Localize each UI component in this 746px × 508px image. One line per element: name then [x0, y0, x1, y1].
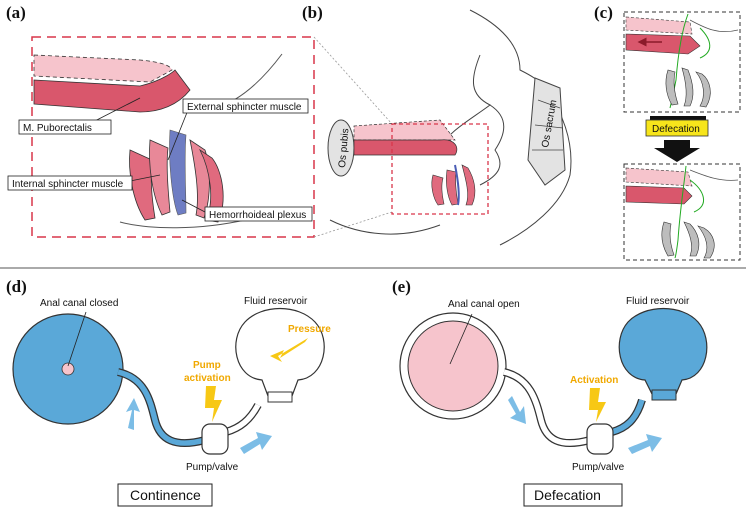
tube-fluid-e2 [611, 399, 645, 435]
sphincters-b [431, 164, 476, 206]
leader-anal-closed [67, 311, 87, 367]
label-box-internal [7, 175, 133, 191]
panel-label-d: (d) [6, 277, 27, 296]
leader-external [167, 109, 189, 161]
zoom-frame-a [31, 36, 315, 238]
tube-fluid-d1 [117, 369, 206, 446]
pump-valve-d [201, 423, 229, 455]
sphincter-complex-a [119, 129, 246, 229]
caption-defecation: Defecation [534, 487, 601, 503]
defecation-frame-c [623, 163, 741, 261]
label-puborectalis: M. Puborectalis [23, 123, 92, 134]
defecation-badge [645, 119, 709, 137]
tube-empty-e1 [503, 369, 591, 446]
label-pump-activation-2: activation [184, 373, 231, 384]
label-reservoir-e: Fluid reservoir [626, 296, 690, 307]
label-anal-open: Anal canal open [448, 299, 520, 310]
continence-detail-c [625, 13, 739, 109]
continence-frame-c [623, 11, 741, 113]
label-anal-closed: Anal canal closed [40, 298, 118, 309]
caption-box-continence [117, 483, 213, 507]
label-pump-e: Pump/valve [572, 462, 625, 473]
anal-canal-open [407, 320, 499, 412]
label-internal: Internal sphincter muscle [12, 179, 124, 190]
pump-activation-arrow [205, 386, 222, 422]
pump-valve-e [586, 423, 614, 455]
label-box-puborectalis [18, 119, 112, 135]
label-activation: Activation [570, 375, 618, 386]
caption-box-defecation [523, 483, 623, 507]
anal-canal-closed [61, 362, 75, 376]
activation-arrow [589, 388, 606, 422]
zoom-connector-top [313, 36, 393, 125]
puborectalis-muscle [33, 69, 191, 113]
leader-hemorrhoideal [181, 199, 206, 213]
os-sacrum [527, 77, 566, 186]
reservoir-e [618, 307, 708, 395]
panel-label-a: (a) [6, 3, 26, 22]
puborectalis-relaxed [33, 54, 173, 83]
puborectalis-relaxed-b [353, 119, 456, 141]
defecation-detail-c [625, 165, 739, 259]
panel-label-e: (e) [392, 277, 411, 296]
label-external: External sphincter muscle [187, 102, 302, 113]
label-pressure: Pressure [288, 324, 331, 335]
label-box-hemorrhoideal [204, 206, 313, 222]
label-reservoir-d: Fluid reservoir [244, 296, 308, 307]
panel-label-b: (b) [302, 3, 323, 22]
pressure-arrow [270, 338, 308, 362]
label-os-pubis: Os pubis [337, 128, 351, 168]
down-arrow-c [654, 140, 700, 162]
reservoir-neck-d [267, 391, 293, 403]
panel-label-c: (c) [594, 3, 613, 22]
flow-arrow-d1 [126, 398, 140, 430]
label-box-external [182, 98, 309, 114]
defecation-badge-label: Defecation [652, 124, 700, 135]
puborectalis-b [353, 139, 458, 156]
flow-arrow-e1 [508, 396, 526, 424]
zoom-connector-bottom [313, 211, 393, 238]
label-hemorrhoideal: Hemorrhoideal plexus [209, 210, 306, 221]
flow-arrow-d2 [240, 432, 272, 454]
label-pump-activation-1: Pump [193, 360, 221, 371]
leader-anal-open [449, 313, 473, 365]
flow-arrow-e2 [628, 434, 662, 454]
tube-empty-d2 [225, 403, 261, 435]
reservoir-neck-e [651, 389, 677, 401]
zoom-frame-b [391, 123, 489, 215]
caption-continence: Continence [130, 487, 201, 503]
label-pump-d: Pump/valve [186, 462, 239, 473]
